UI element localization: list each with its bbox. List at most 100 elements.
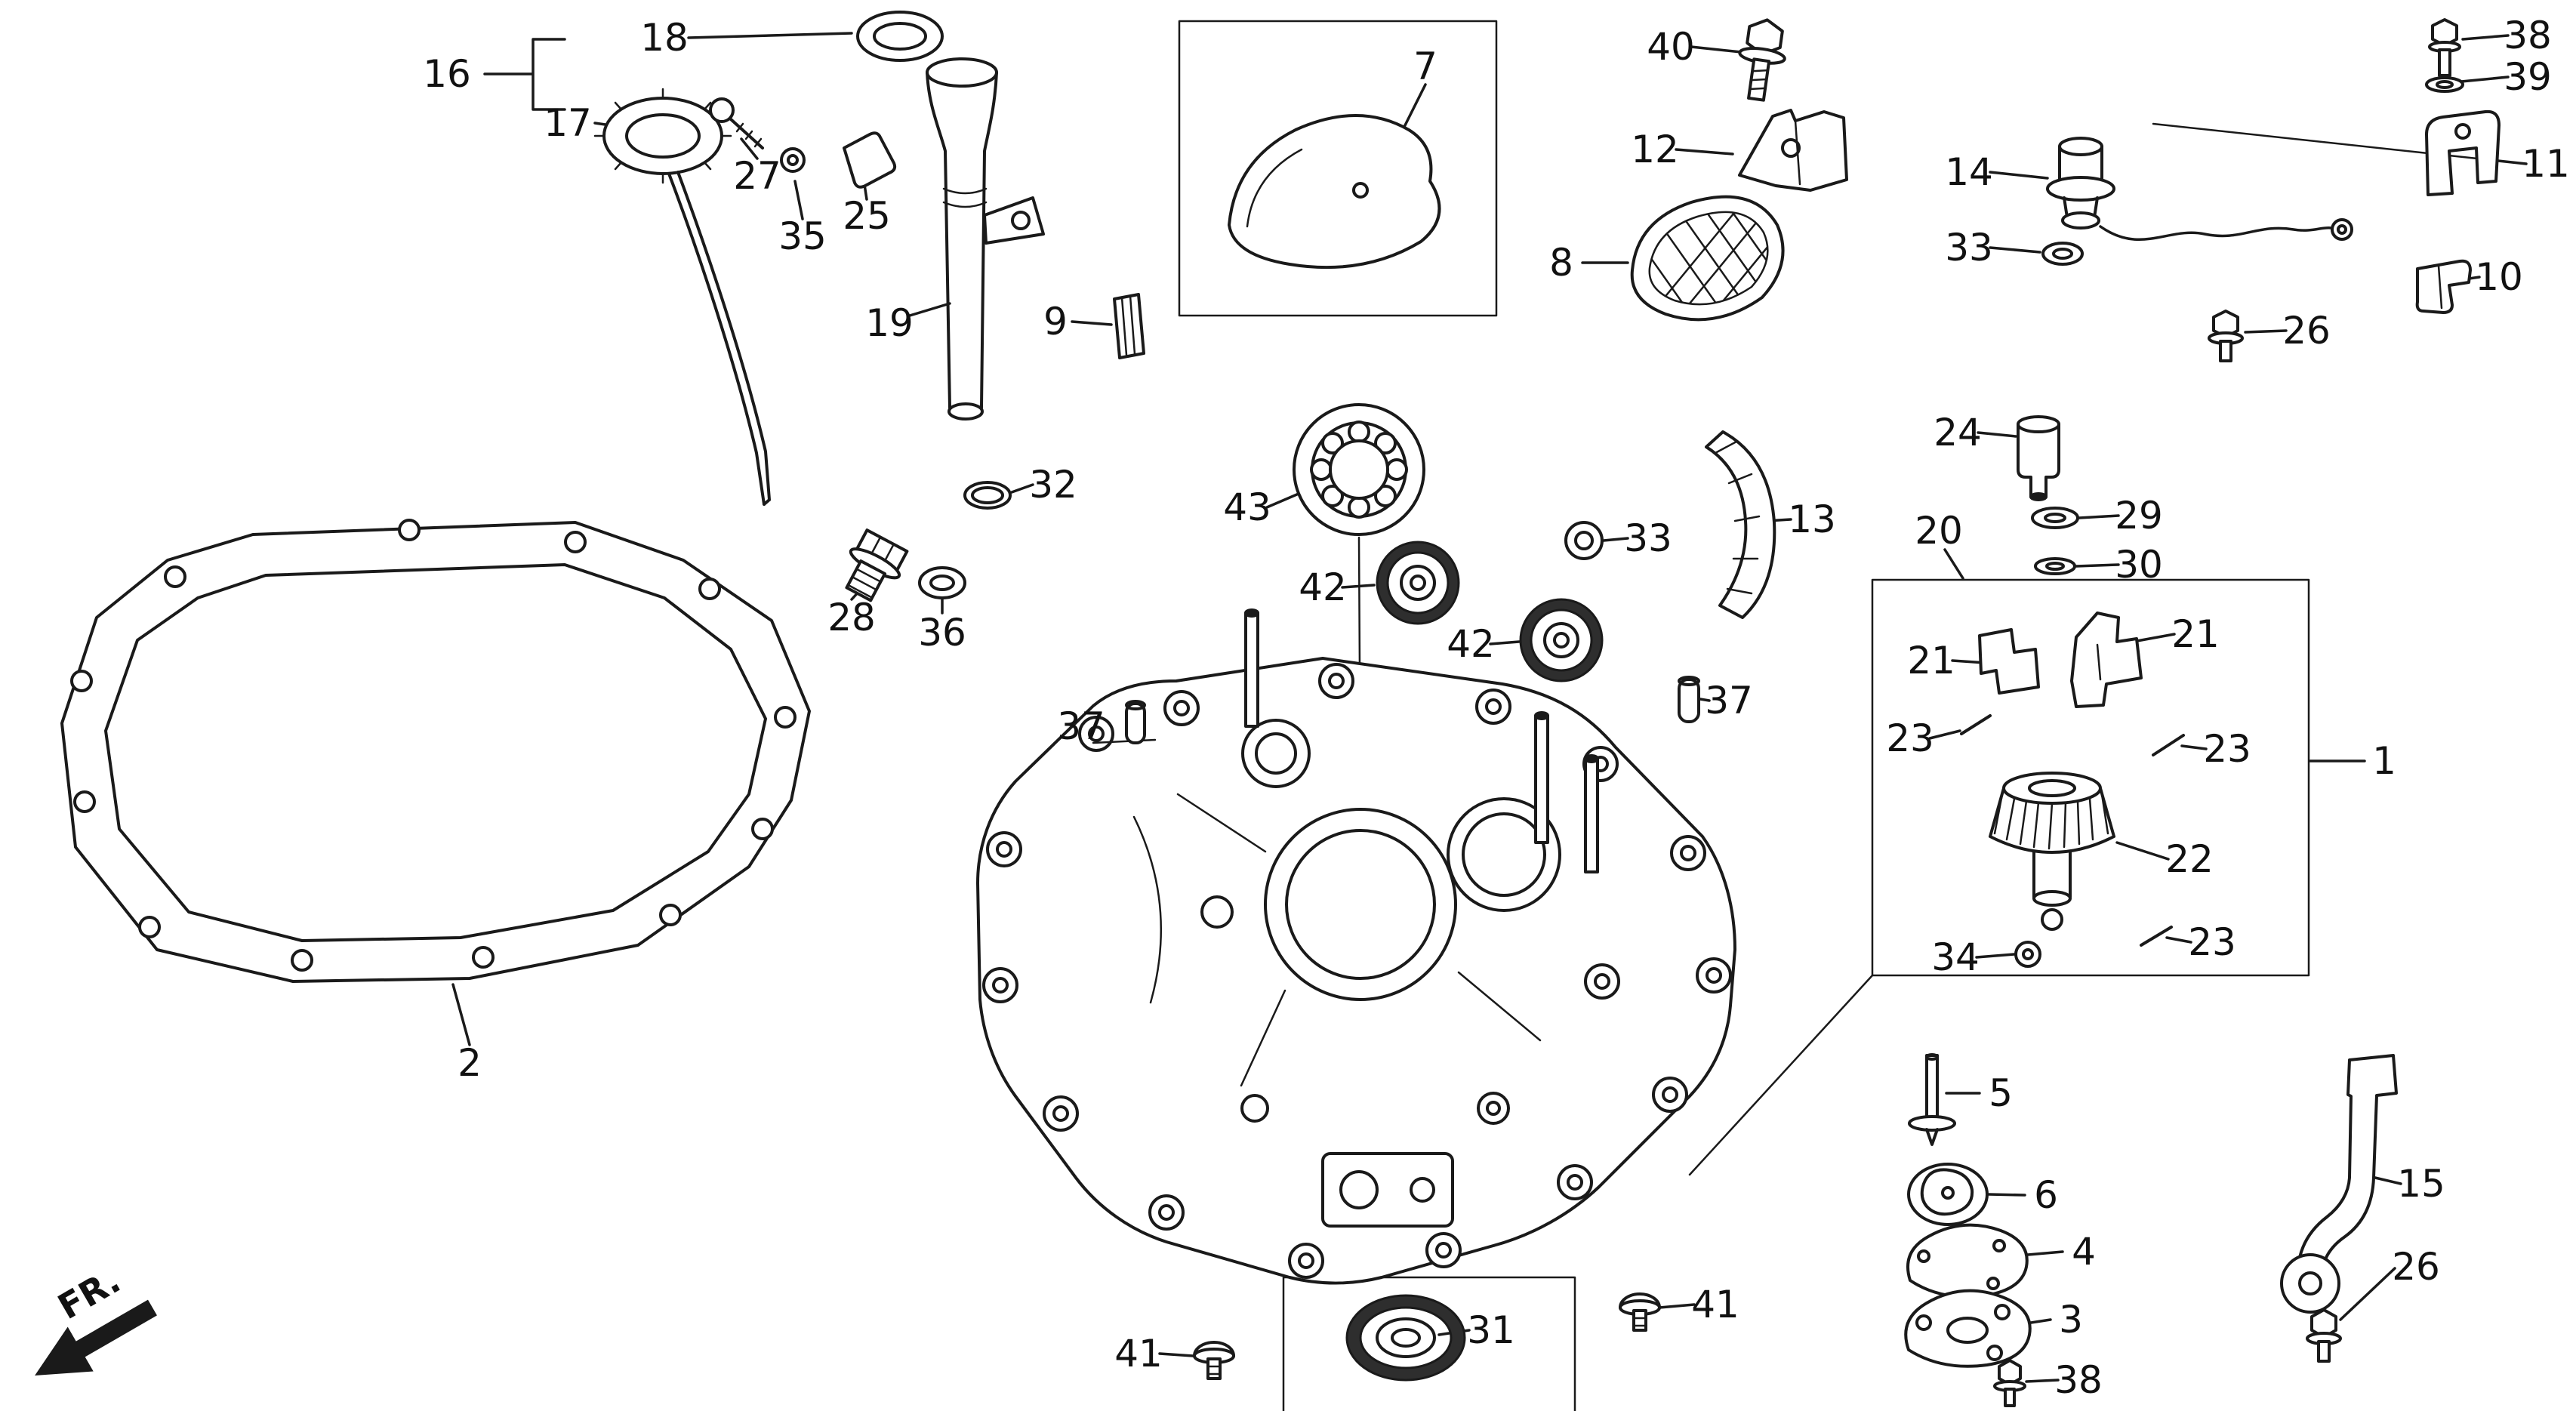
callout-16: 16 (423, 52, 471, 96)
part-33-middle-washer (1564, 521, 1604, 560)
reference-boxes (1178, 20, 2493, 1411)
part-2-gasket (60, 519, 811, 983)
part-26-upper-bolt (2208, 310, 2244, 362)
part-38-bottom-bolt (1993, 1359, 2026, 1407)
callout-38-upper: 38 (2504, 14, 2552, 57)
part-19-filler-tube (926, 57, 1045, 421)
callout-41-right: 41 (1691, 1283, 1739, 1326)
fr-label: FR. (51, 1260, 128, 1327)
part-13-baffle (1705, 430, 1776, 619)
callout-41-left: 41 (1114, 1332, 1163, 1376)
callout-33-middle: 33 (1624, 516, 1672, 560)
callout-31: 31 (1467, 1308, 1515, 1352)
callout-2: 2 (458, 1041, 482, 1085)
callout-22: 22 (2165, 837, 2214, 881)
callout-19: 19 (865, 301, 914, 345)
part-5-pump-shaft (1908, 1053, 1956, 1146)
ribs (1092, 738, 1542, 1087)
callout-23-right: 23 (2203, 727, 2251, 771)
callout-42-right: 42 (1447, 622, 1495, 666)
callout-24: 24 (1934, 411, 1982, 454)
part-24-bolt (2017, 415, 2060, 501)
callout-21-left: 21 (1907, 639, 1955, 682)
part-41-left-bolt (1193, 1341, 1235, 1380)
callout-26-upper: 26 (2282, 309, 2331, 353)
part-7-cover-plate (1228, 114, 1441, 270)
part-3-pump-cover (1904, 1289, 2032, 1368)
callout-42-left: 42 (1299, 565, 1347, 609)
part-38-39-bolt-washer (2425, 18, 2464, 93)
callout-18: 18 (640, 16, 689, 60)
governor-assembly-box (1871, 578, 2310, 977)
part-43-ball-bearing (1293, 403, 1425, 536)
callout-37-right: 37 (1705, 679, 1753, 722)
callout-6: 6 (2034, 1173, 2058, 1217)
part-35-washer (780, 147, 806, 173)
part-42-right-bearing (1519, 598, 1604, 682)
part-40-flange-bolt (1738, 18, 1786, 102)
part-11-bracket (2425, 109, 2501, 196)
part-4-pump-gasket (1906, 1223, 2029, 1299)
callout-33-upper: 33 (1945, 226, 1993, 270)
part-14-oil-alert-unit (2046, 137, 2353, 241)
part-23-pins (1960, 714, 2185, 947)
callout-21-right: 21 (2171, 612, 2220, 656)
part-25-pin (843, 131, 897, 189)
callout-35: 35 (778, 214, 827, 258)
callout-7: 7 (1413, 45, 1437, 88)
callout-34: 34 (1931, 935, 1980, 979)
fr-arrow-icon (35, 1299, 157, 1376)
part-8-screen (1630, 195, 1785, 322)
lead-wire (2099, 225, 2333, 241)
callout-23-bottom: 23 (2188, 920, 2236, 964)
callout-10: 10 (2475, 255, 2523, 299)
part-30-washer (2034, 557, 2076, 575)
part-37-left-dowel (1125, 700, 1146, 744)
callout-23-left: 23 (1886, 716, 1934, 760)
part-12-bracket (1738, 109, 1848, 192)
part-10-clip (2415, 259, 2472, 314)
callout-38-bottom: 38 (2054, 1358, 2103, 1402)
part-42-left-bearing (1376, 541, 1460, 625)
part-36-washer (918, 566, 966, 599)
callout-5: 5 (1989, 1071, 2013, 1115)
callout-8: 8 (1549, 241, 1573, 285)
callout-3: 3 (2059, 1298, 2083, 1342)
part-15-oil-pipe (2280, 1054, 2398, 1314)
dipstick-rod (667, 171, 771, 506)
callout-4: 4 (2072, 1230, 2096, 1274)
part-22-governor-gear (1989, 772, 2115, 931)
callout-30: 30 (2115, 543, 2163, 587)
callout-36: 36 (918, 611, 966, 655)
callout-12: 12 (1631, 128, 1679, 171)
part7-box (1178, 20, 1498, 317)
callout-11: 11 (2522, 142, 2570, 186)
callout-27: 27 (733, 154, 781, 198)
callout-37-left: 37 (1057, 704, 1105, 748)
callout-17: 17 (544, 101, 592, 145)
part-6-pump-rotor (1907, 1163, 1989, 1226)
part-41-right-bolt (1619, 1292, 1661, 1332)
callout-15: 15 (2397, 1162, 2445, 1206)
main-bearing-bore (1264, 808, 1457, 1001)
part-18-seal-ring (856, 11, 944, 62)
part-29-washer (2031, 507, 2079, 529)
part-32-oring (963, 481, 1012, 510)
part-9-clip (1113, 293, 1145, 359)
part-21-left-holder (1978, 628, 2040, 695)
callout-9: 9 (1043, 300, 1068, 344)
part-26-bottom-bolt (2306, 1308, 2342, 1363)
callout-1: 1 (2372, 739, 2396, 783)
part-31-oil-seal (1345, 1294, 1466, 1382)
part-34-washer (2014, 941, 2041, 968)
callout-28: 28 (827, 596, 876, 639)
studs (1244, 608, 1599, 873)
crankcase-cover (976, 608, 1736, 1285)
callout-32: 32 (1029, 463, 1077, 507)
callout-29: 29 (2115, 494, 2163, 538)
callout-14: 14 (1945, 150, 1993, 194)
callout-20: 20 (1915, 509, 1963, 553)
